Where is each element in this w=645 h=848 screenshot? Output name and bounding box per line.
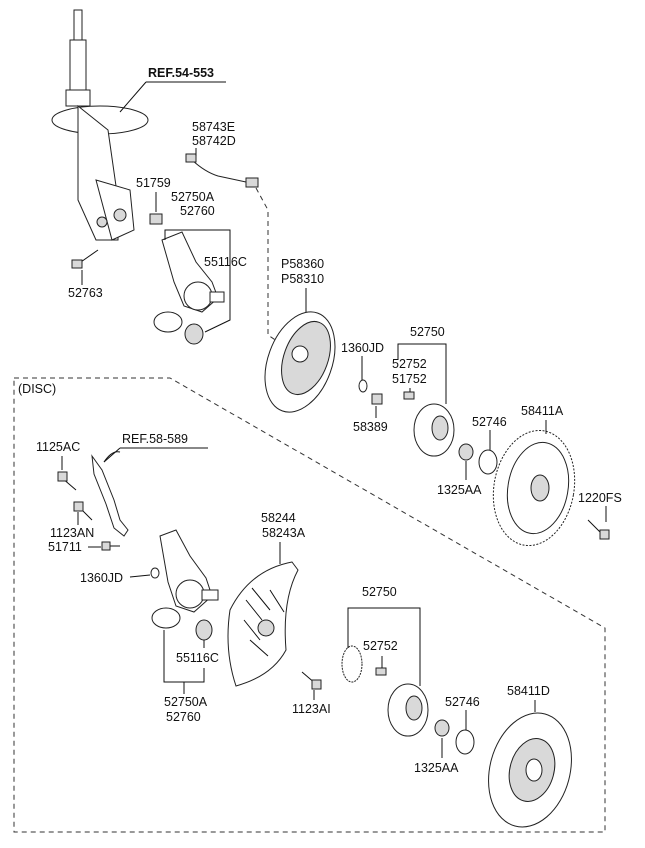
sensor-51711: 51711 [48,540,120,554]
knuckle-disc-label-1: 52750A [164,695,208,709]
backing-plate-label-1: P58360 [281,257,324,271]
bushing-disc-label: 55116C [176,651,219,665]
hub-drum-sub-label-1: 52752 [392,357,427,371]
brake-drum: 58411A [492,404,576,547]
bolt-1125AC: 1125AC [36,440,80,491]
cap-disc: 52746 [445,695,480,755]
washer-disc-label: 1360JD [80,571,123,585]
cap-disc-label: 52746 [445,695,480,709]
ref-sensor-callout: REF.58-589 [103,432,208,463]
knuckle-disc-label-2: 52760 [166,710,201,724]
hub-drum-label: 52750 [410,325,445,339]
disc-section-label: (DISC) [18,382,56,396]
ref-strut-label[interactable]: REF.54-553 [148,66,214,80]
tone-ring [341,645,363,683]
backing-plate: P58360 P58310 [264,257,336,413]
bolt-1220FS-label: 1220FS [578,491,622,505]
brake-hose-label-1: 58743E [192,120,235,134]
nut-disc-label: 1325AA [414,761,459,775]
ref-sensor-label[interactable]: REF.58-589 [122,432,188,446]
dust-cover-label-1: 58244 [261,511,296,525]
wheel-speed-sensor [91,451,129,537]
hub-disc-sub-label: 52752 [363,639,398,653]
dust-cover-label-2: 58243A [262,526,306,540]
bushing-drum-label: 55116C [204,255,247,269]
dust-cover: 58244 58243A [227,511,306,687]
brake-hose: 58743E 58742D [185,120,259,188]
nut-drum-label: 1325AA [437,483,482,497]
bolt-52763: 52763 [68,249,103,300]
brake-disc: 58411D [488,684,572,828]
hub-disc: 52750 52752 [347,585,429,737]
washer-drum-label: 1360JD [341,341,384,355]
bolt-1123AI: 1123AI [292,671,331,716]
bolt-52763-label: 52763 [68,286,103,300]
knuckle-drum: 52750A 52760 [153,190,231,345]
knuckle-drum-label-2: 52760 [180,204,215,218]
strut-assembly [51,9,149,241]
hub-drum: 52750 52752 51752 [392,325,455,457]
bolt-58389: 58389 [353,393,388,434]
brake-hose-label-2: 58742D [192,134,236,148]
hub-disc-label: 52750 [362,585,397,599]
bolt-1123AI-label: 1123AI [292,702,331,716]
bolt-1123AN-label: 1123AN [50,526,94,540]
ref-strut-callout: REF.54-553 [119,66,226,113]
brake-drum-label: 58411A [521,404,564,418]
bolt-1125AC-label: 1125AC [36,440,80,454]
washer-drum: 1360JD [341,341,384,393]
nut-51759-label: 51759 [136,176,171,190]
bolt-1123AN: 1123AN [50,501,94,540]
backing-plate-label-2: P58310 [281,272,324,286]
brake-disc-label: 58411D [507,684,550,698]
cap-drum: 52746 [472,415,507,475]
sensor-51711-label: 51711 [48,540,82,554]
nut-disc: 1325AA [414,719,459,775]
nut-drum: 1325AA [437,443,482,497]
knuckle-drum-label-1: 52750A [171,190,215,204]
washer-disc: 1360JD [80,567,160,585]
knuckle-disc: 55116C 52750A 52760 [151,529,219,724]
bolt-58389-label: 58389 [353,420,388,434]
bolt-1220FS: 1220FS [578,491,622,540]
disc-section-boundary [13,377,606,833]
cap-drum-label: 52746 [472,415,507,429]
nut-51759: 51759 [136,176,171,225]
hub-drum-sub-label-2: 51752 [392,372,427,386]
